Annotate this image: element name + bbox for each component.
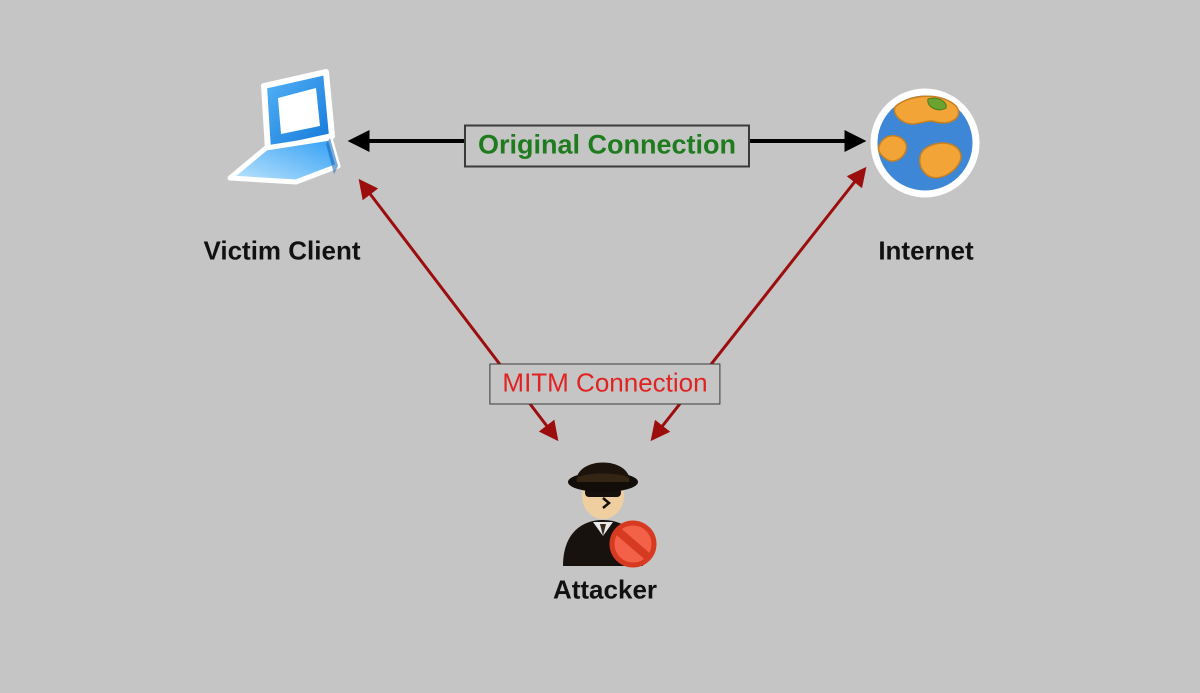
attacker-label: Attacker (552, 574, 658, 605)
prohibition-icon (609, 520, 657, 568)
spy-icon (545, 438, 665, 568)
internet-label: Internet (878, 235, 974, 266)
victim-client-label: Victim Client (203, 235, 361, 266)
original-connection-label: Original Connection (463, 124, 751, 168)
mitm-connection-label: MITM Connection (489, 363, 721, 405)
globe-icon (868, 86, 982, 200)
laptop-icon (222, 64, 346, 208)
